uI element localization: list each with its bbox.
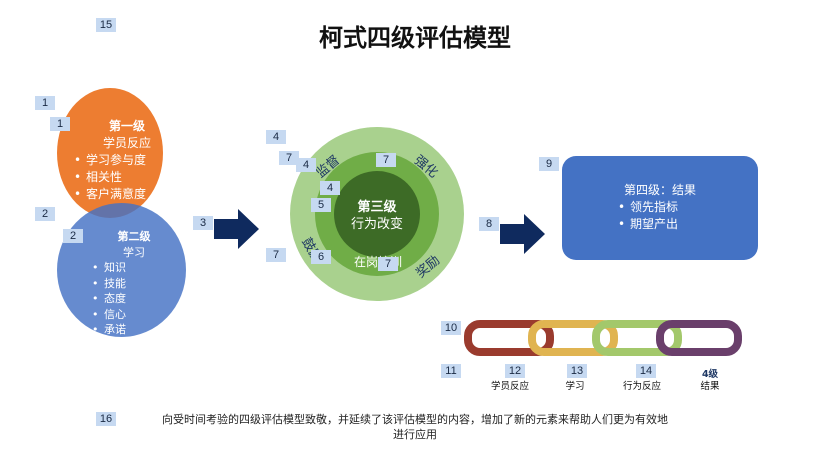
number-tag: 8 <box>479 217 499 231</box>
level4-text: 第四级：结果 领先指标 期望产出 <box>562 182 758 233</box>
number-tag: 1 <box>50 117 70 131</box>
right-arrow-icon <box>500 214 545 254</box>
number-tag: 6 <box>311 250 331 264</box>
chain-label-3: 行为反应 <box>622 381 661 392</box>
level3-subtitle: 行为改变 <box>350 217 403 232</box>
number-tag: 3 <box>193 216 213 230</box>
number-tag: 2 <box>63 229 83 243</box>
level1-item: 客户满意度 <box>72 186 182 203</box>
number-tag: 4 <box>320 181 340 195</box>
page-title: 柯式四级评估模型 <box>319 24 511 52</box>
number-tag: 9 <box>539 157 559 171</box>
number-tag: 13 <box>567 364 587 378</box>
level4-item: 领先指标 <box>616 199 758 216</box>
level2-title: 第二级 <box>117 230 151 243</box>
chain-label-1: 学员反应 <box>490 381 529 392</box>
level2-item: 知识 <box>90 260 184 276</box>
chain-link-3 <box>592 320 682 356</box>
level4-item: 期望产出 <box>616 216 758 233</box>
level4-title: 第四级：结果 <box>623 183 696 197</box>
chain-level-label: 4级 <box>701 369 719 380</box>
number-tag: 2 <box>35 207 55 221</box>
level3-text: 第三级 行为改变 <box>327 199 427 233</box>
number-tag: 7 <box>376 153 396 167</box>
level1-subtitle: 学员反应 <box>102 136 151 150</box>
number-tag: 7 <box>266 248 286 262</box>
number-tag: 16 <box>96 412 116 426</box>
level2-subtitle: 学习 <box>123 245 145 259</box>
inner-core <box>334 171 420 257</box>
number-tag: 4 <box>266 130 286 144</box>
chain-link-4 <box>656 320 742 356</box>
chain-link-2 <box>528 320 618 356</box>
number-tag: 12 <box>505 364 525 378</box>
caption: 向受时间考验的四级评估模型致敬，并延续了该评估模型的内容，增加了新的元素来帮助人… <box>0 412 830 442</box>
level1-item: 学习参与度 <box>72 152 182 169</box>
chain-links <box>464 320 742 356</box>
level3-title: 第三级 <box>357 200 397 215</box>
level1-text: 第一级 学员反应 学习参与度 相关性 客户满意度 <box>72 118 182 203</box>
number-tag: 15 <box>96 18 116 32</box>
level2-item: 技能 <box>90 276 184 292</box>
level2-item: 承诺 <box>90 322 184 338</box>
level2-item: 态度 <box>90 291 184 307</box>
level1-item: 相关性 <box>72 169 182 186</box>
right-arrow-icon <box>214 209 259 249</box>
number-tag: 11 <box>441 364 461 378</box>
number-tag: 1 <box>35 96 55 110</box>
number-tag: 4 <box>296 158 316 172</box>
number-tag: 5 <box>311 198 331 212</box>
chain-link-1 <box>464 320 554 356</box>
level2-item: 信心 <box>90 307 184 323</box>
number-tag: 7 <box>378 257 398 271</box>
chain-label-4: 结果 <box>700 381 720 392</box>
level2-text: 第二级 学习 知识 技能 态度 信心 承诺 <box>84 229 184 338</box>
number-tag: 10 <box>441 321 461 335</box>
level3-rings <box>290 127 464 301</box>
chain-label-2: 学习 <box>565 381 585 392</box>
caption-line-1: 向受时间考验的四级评估模型致敬，并延续了该评估模型的内容，增加了新的元素来帮助人… <box>162 413 668 426</box>
caption-line-2: 进行应用 <box>393 428 437 441</box>
level1-title: 第一级 <box>108 119 145 133</box>
number-tag: 14 <box>636 364 656 378</box>
number-tag: 7 <box>279 151 299 165</box>
